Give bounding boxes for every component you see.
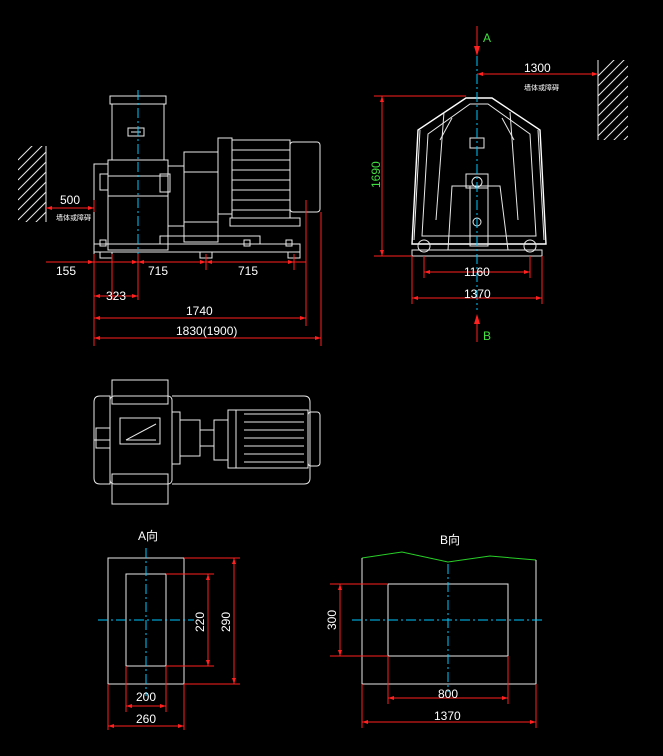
dim-1300: 1300 [524, 61, 551, 75]
dim-715-b: 715 [238, 264, 258, 278]
dim-1370-bottom: 1370 [434, 709, 461, 723]
dim-1690: 1690 [369, 161, 383, 188]
dim-323: 323 [106, 289, 126, 303]
wall-note-right: 墙体或障碍 [524, 83, 559, 92]
dim-290: 290 [219, 612, 233, 632]
dim-1830: 1830(1900) [176, 324, 237, 338]
dim-220: 220 [193, 612, 207, 632]
crusher-body [93, 95, 171, 251]
bearing-housing [167, 151, 219, 243]
front-dimensions [46, 200, 322, 346]
view-a: A向 220 290 200 260 [98, 528, 240, 730]
side-view: A B [369, 26, 628, 343]
dim-715-a: 715 [148, 264, 168, 278]
view-a-title: A向 [138, 528, 158, 543]
wall-left [18, 146, 47, 222]
dim-200: 200 [136, 690, 156, 704]
top-view [93, 379, 321, 505]
section-mark-a: A [483, 31, 491, 45]
section-mark-b: B [483, 329, 491, 343]
dim-800: 800 [438, 687, 458, 701]
dim-300: 300 [325, 610, 339, 630]
dim-155: 155 [56, 264, 76, 278]
dim-500: 500 [60, 193, 80, 207]
front-view: 500 墙体或障碍 155 715 715 323 1740 1830(1900… [18, 90, 322, 346]
dim-1160: 1160 [464, 265, 490, 279]
wall-right [597, 60, 628, 140]
view-b-title: B向 [440, 532, 460, 547]
side-machine-outline [411, 97, 547, 257]
base-frame [93, 235, 301, 259]
dim-260: 260 [136, 712, 156, 726]
side-dimensions [374, 72, 598, 304]
dim-1740: 1740 [186, 304, 213, 318]
motor [217, 137, 321, 227]
dim-1370-top: 1370 [464, 287, 491, 301]
view-b: B向 300 800 1370 [325, 532, 544, 728]
wall-note-left: 墙体或障碍 [56, 213, 91, 222]
